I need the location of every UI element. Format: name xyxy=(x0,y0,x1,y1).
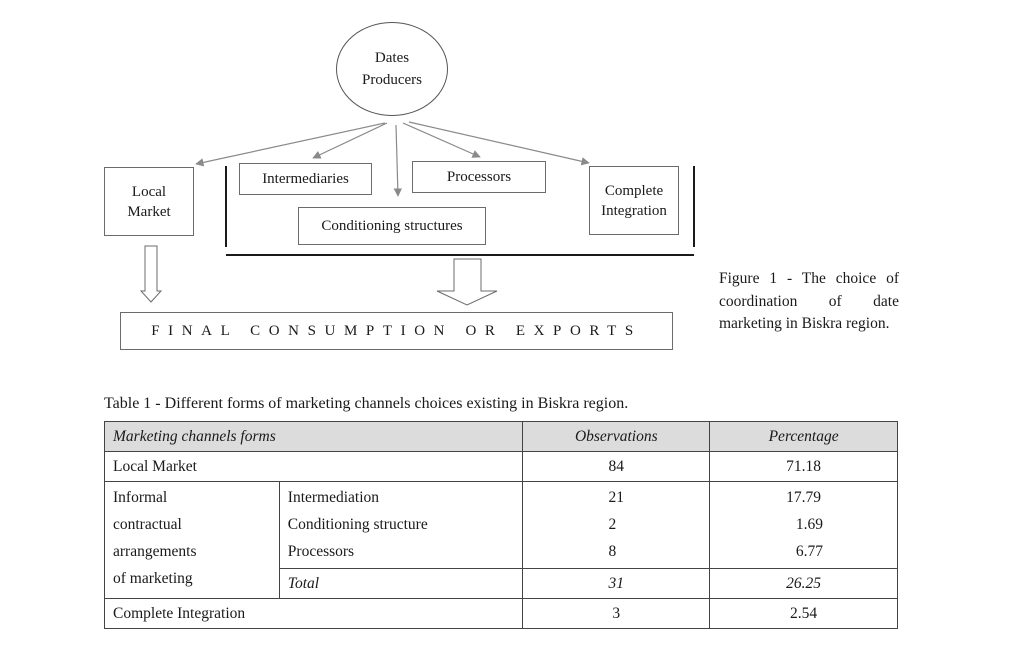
header-observations: Observations xyxy=(522,421,711,452)
row-observations: 3 xyxy=(522,598,711,629)
local-market-label-2: Market xyxy=(127,203,171,220)
arrow-to-intermediaries xyxy=(312,122,388,159)
informal-label-line: of marketing xyxy=(113,570,193,587)
row-label: Complete Integration xyxy=(103,598,524,629)
producer-label-2: Producers xyxy=(362,72,422,88)
diagram-connectors xyxy=(139,121,695,306)
sub-observation: 8 xyxy=(608,543,617,560)
header-percentage: Percentage xyxy=(709,421,898,452)
arrow-to-local-market xyxy=(195,122,386,167)
sub-observation: 2 xyxy=(608,516,617,533)
table-title: Table 1 - Different forms of marketing c… xyxy=(104,395,629,412)
bracket xyxy=(225,166,695,256)
sub-label: Processors xyxy=(287,543,355,560)
sub-observation: 21 xyxy=(608,489,625,506)
intermediaries-label: Intermediaries xyxy=(262,171,349,187)
sub-percentage: 6.77 xyxy=(795,543,823,560)
informal-label-line: arrangements xyxy=(113,543,197,560)
row-label: Local Market xyxy=(103,451,524,482)
total-percentage: 26.25 xyxy=(709,568,898,599)
marketing-channels-table: Marketing channels forms Observations Pe… xyxy=(103,421,898,629)
sub-label: Intermediation xyxy=(287,489,380,506)
local-market-label-1: Local xyxy=(131,183,167,200)
conditioning-structures-node: Conditioning structures xyxy=(298,207,486,245)
table-row: Complete Integration 3 2.54 xyxy=(103,598,898,629)
header-forms: Marketing channels forms xyxy=(103,421,524,452)
down-arrow-main xyxy=(436,258,498,306)
table-row: Local Market 84 71.18 xyxy=(103,451,898,482)
informal-sub-labels: Intermediation Conditioning structure Pr… xyxy=(278,481,524,569)
complete-label-2: Integration xyxy=(601,202,667,219)
down-arrow-local xyxy=(139,245,163,303)
informal-sub-percentages: 17.79 1.69 6.77 xyxy=(709,481,898,569)
intermediaries-node: Intermediaries xyxy=(239,163,372,195)
total-label: Total xyxy=(278,568,524,599)
total-observations: 31 xyxy=(522,568,711,599)
final-label: FINAL CONSUMPTION OR EXPORTS xyxy=(151,322,642,339)
processors-label: Processors xyxy=(446,169,512,185)
informal-sub-observations: 21 2 8 xyxy=(522,481,711,569)
conditioning-label: Conditioning structures xyxy=(321,218,463,234)
complete-label-1: Complete xyxy=(604,182,664,199)
row-observations: 84 xyxy=(522,451,711,482)
producer-arrows xyxy=(195,121,590,197)
informal-label-line: contractual xyxy=(113,516,182,533)
informal-group-label: Informal contractual arrangements of mar… xyxy=(104,481,280,599)
figure-caption: Figure 1 - The choice of coordination of… xyxy=(719,270,899,332)
sub-percentage: 1.69 xyxy=(795,516,823,533)
arrow-to-conditioning xyxy=(393,124,402,197)
arrow-to-processors xyxy=(402,122,481,158)
processors-node: Processors xyxy=(412,161,546,193)
sub-label: Conditioning structure xyxy=(287,516,428,533)
table-row-informal: Informal contractual arrangements of mar… xyxy=(104,481,898,599)
sub-percentage: 17.79 xyxy=(786,489,822,506)
row-percentage: 2.54 xyxy=(709,598,898,629)
final-consumption-node: FINAL CONSUMPTION OR EXPORTS xyxy=(120,312,673,350)
table-header-row: Marketing channels forms Observations Pe… xyxy=(103,421,898,452)
arrow-to-complete-integration xyxy=(408,121,590,166)
informal-label-line: Informal xyxy=(113,489,168,506)
producer-label-1: Dates xyxy=(374,50,410,66)
row-percentage: 71.18 xyxy=(709,451,898,482)
